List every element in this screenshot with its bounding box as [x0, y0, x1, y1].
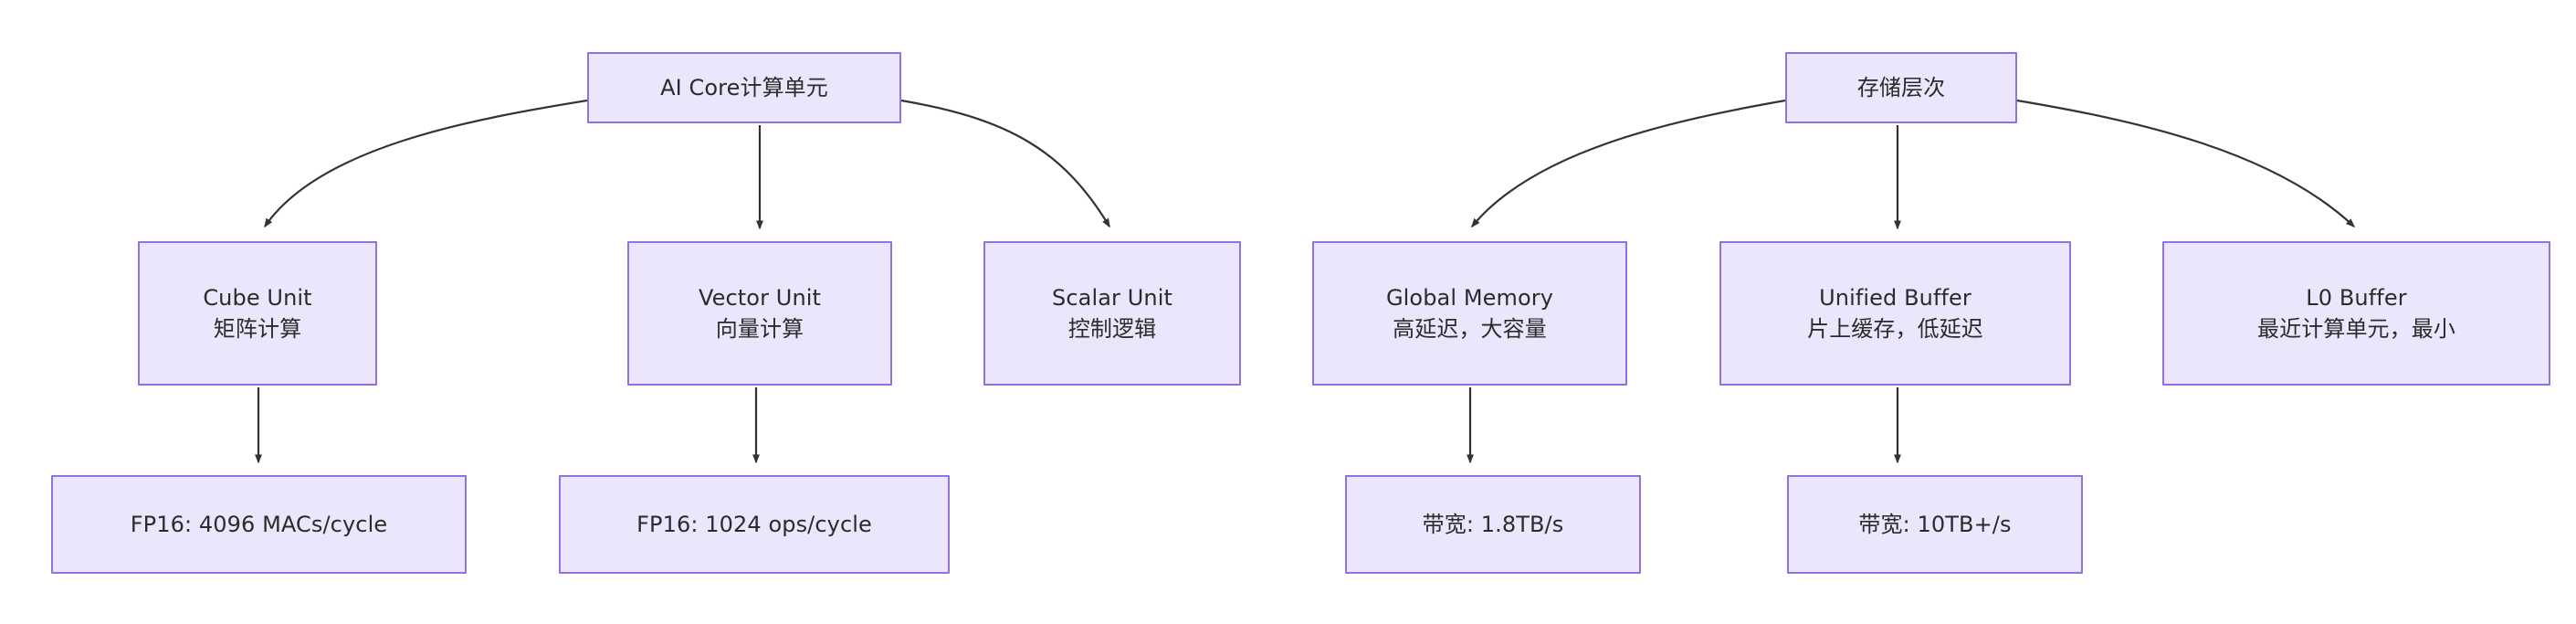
node-global-memory-bandwidth-line-0: 带宽: 1.8TB/s: [1422, 511, 1564, 537]
node-l0-buffer[interactable]: L0 Buffer 最近计算单元，最小: [2162, 241, 2550, 386]
node-l0-buffer-line-0: L0 Buffer: [2306, 284, 2407, 311]
node-global-memory[interactable]: Global Memory 高延迟，大容量: [1312, 241, 1627, 386]
node-vector-unit[interactable]: Vector Unit 向量计算: [627, 241, 892, 386]
node-memory-hierarchy-line-0: 存储层次: [1856, 74, 1946, 100]
node-scalar-unit-line-0: Scalar Unit: [1052, 284, 1172, 311]
node-cube-unit-line-1: 矩阵计算: [213, 316, 302, 342]
node-scalar-unit[interactable]: Scalar Unit 控制逻辑: [983, 241, 1241, 386]
node-vector-performance[interactable]: FP16: 1024 ops/cycle: [559, 475, 950, 574]
edge-memory-hierarchy-to-global-memory: [1471, 99, 1786, 228]
node-ai-core-line-0: AI Core计算单元: [660, 74, 828, 100]
edge-ai-core-to-scalar-unit: [900, 99, 1110, 228]
node-cube-performance[interactable]: FP16: 4096 MACs/cycle: [51, 475, 467, 574]
node-ai-core[interactable]: AI Core计算单元: [587, 52, 901, 123]
node-unified-buffer-line-0: Unified Buffer: [1819, 284, 1971, 311]
node-global-memory-line-0: Global Memory: [1385, 284, 1554, 311]
node-unified-buffer-bandwidth[interactable]: 带宽: 10TB+/s: [1787, 475, 2083, 574]
node-vector-unit-line-1: 向量计算: [715, 316, 804, 342]
node-scalar-unit-line-1: 控制逻辑: [1067, 316, 1157, 342]
node-cube-unit[interactable]: Cube Unit 矩阵计算: [138, 241, 377, 386]
node-vector-performance-line-0: FP16: 1024 ops/cycle: [636, 511, 872, 537]
edge-memory-hierarchy-to-l0-buffer: [2016, 99, 2356, 227]
node-vector-unit-line-0: Vector Unit: [698, 284, 822, 311]
edge-ai-core-to-cube-unit: [264, 99, 588, 228]
node-unified-buffer-line-1: 片上缓存，低延迟: [1807, 316, 1983, 342]
node-global-memory-bandwidth[interactable]: 带宽: 1.8TB/s: [1345, 475, 1641, 574]
node-cube-performance-line-0: FP16: 4096 MACs/cycle: [130, 511, 388, 537]
node-global-memory-line-1: 高延迟，大容量: [1393, 316, 1547, 342]
node-unified-buffer-bandwidth-line-0: 带宽: 10TB+/s: [1858, 511, 2012, 537]
node-l0-buffer-line-1: 最近计算单元，最小: [2257, 316, 2455, 342]
node-cube-unit-line-0: Cube Unit: [203, 284, 312, 311]
node-memory-hierarchy[interactable]: 存储层次: [1785, 52, 2017, 123]
node-unified-buffer[interactable]: Unified Buffer 片上缓存，低延迟: [1719, 241, 2071, 386]
